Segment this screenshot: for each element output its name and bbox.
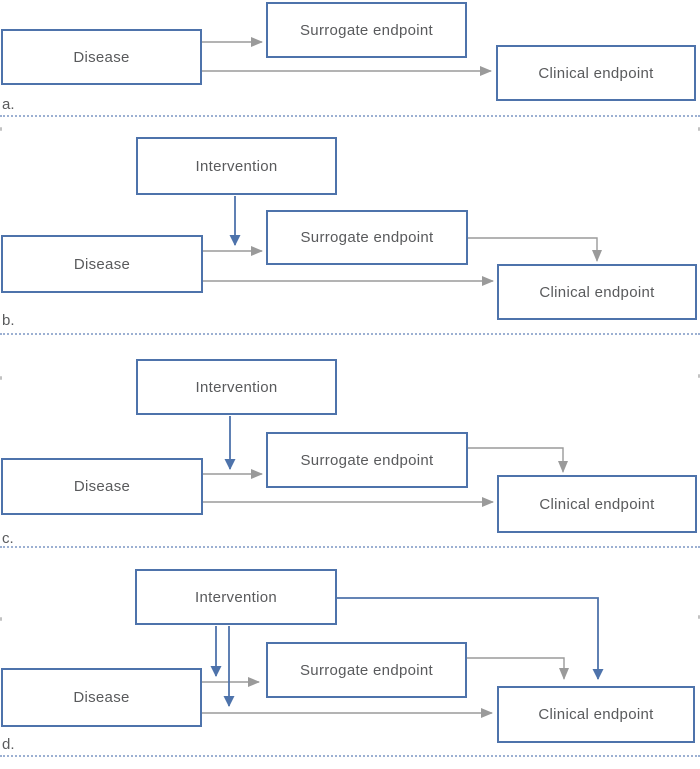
panel-divider-d [0,755,700,757]
left-margin-artifact [0,617,2,621]
left-margin-artifact [0,127,2,131]
panel-label-a: a. [2,96,15,113]
left-margin-artifact [0,376,2,380]
surrogate-endpoint-box-b: Surrogate endpoint [266,210,468,265]
panel-label-b: b. [2,312,15,329]
surrogate-endpoint-box-d: Surrogate endpoint [266,642,467,698]
intervention-box-c: Intervention [136,359,337,415]
clinical-endpoint-box-d: Clinical endpoint [497,686,695,743]
intervention-box-b: Intervention [136,137,337,195]
disease-box-c: Disease [1,458,203,515]
intervention-box-d: Intervention [135,569,337,625]
clinical-endpoint-box-c: Clinical endpoint [497,475,697,533]
disease-box-d: Disease [1,668,202,727]
disease-box-b: Disease [1,235,203,293]
right-margin-artifact [698,127,700,131]
panel-label-d: d. [2,736,15,753]
clinical-endpoint-box-b: Clinical endpoint [497,264,697,320]
arrow-surrogate-to-clinical-b [468,237,602,262]
panel-divider-b [0,333,700,335]
panel-divider-c [0,546,700,548]
right-margin-artifact [698,374,700,378]
panel-label-c: c. [2,530,14,547]
right-margin-artifact [698,615,700,619]
arrow-surrogate-to-clinical-c [468,447,568,473]
panel-divider-a [0,115,700,117]
clinical-endpoint-box-a: Clinical endpoint [496,45,696,101]
surrogate-endpoint-box-c: Surrogate endpoint [266,432,468,488]
surrogate-endpoint-box-a: Surrogate endpoint [266,2,467,58]
arrow-surrogate-to-clinical-d [467,657,569,680]
disease-box-a: Disease [1,29,202,85]
